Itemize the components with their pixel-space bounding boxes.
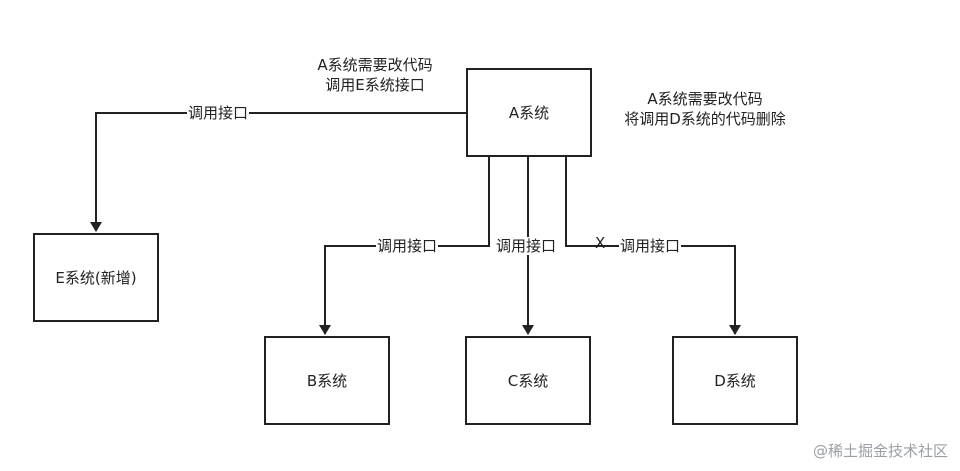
node-a-system: A系统 — [466, 68, 592, 157]
edge-a-to-e — [90, 112, 466, 232]
watermark: @稀土掘金技术社区 — [812, 442, 948, 460]
node-c-system: C系统 — [465, 336, 591, 425]
edge-label-a-to-b: 调用接口 — [376, 237, 439, 255]
edge-label-a-to-e: 调用接口 — [187, 104, 250, 122]
note-right-line1: A系统需要改代码 — [647, 90, 763, 108]
node-e-system: E系统(新增) — [33, 233, 159, 322]
note-right-line2: 将调用D系统的代码删除 — [624, 110, 786, 128]
edge-label-a-to-d: 调用接口 — [619, 237, 682, 255]
edge-label-a-to-c: 调用接口 — [495, 237, 558, 255]
removed-x-mark: X — [595, 234, 606, 252]
node-b-system: B系统 — [264, 336, 390, 425]
note-right: A系统需要改代码 将调用D系统的代码删除 — [605, 89, 805, 129]
node-d-system: D系统 — [672, 336, 798, 425]
note-left-line1: A系统需要改代码 — [317, 56, 433, 74]
note-left: A系统需要改代码 调用E系统接口 — [300, 55, 450, 95]
note-left-line2: 调用E系统接口 — [325, 76, 425, 94]
